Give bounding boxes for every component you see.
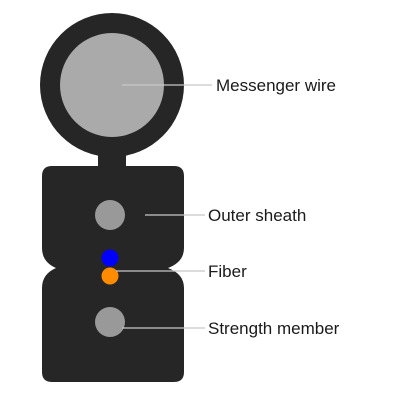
label-outer-sheath: Outer sheath [208,206,306,225]
messenger-wire-core [60,33,164,137]
fiber-blue [101,249,119,267]
label-messenger-wire: Messenger wire [216,76,336,95]
strength-member-lower [95,307,125,337]
label-strength-member: Strength member [208,319,340,338]
fiber-orange [101,267,119,285]
label-fiber: Fiber [208,262,247,281]
strength-member-upper [95,200,125,230]
